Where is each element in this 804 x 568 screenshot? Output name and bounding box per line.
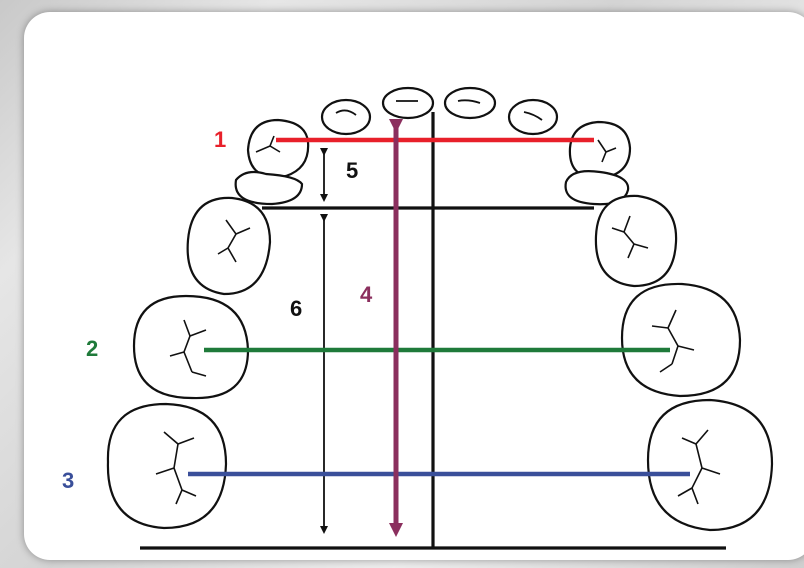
tooth-mark — [457, 99, 481, 104]
label-4: 4 — [360, 282, 373, 307]
tooth-mark — [169, 319, 207, 377]
tooth-molar-second-right — [646, 398, 774, 532]
tooth-mark — [335, 109, 357, 116]
tooth-incisor-right-central — [443, 86, 497, 120]
tooth-incisor-right-lateral — [507, 98, 559, 136]
tooth-incisor-left-central — [381, 86, 435, 120]
tooth-mark — [523, 111, 543, 121]
tooth-mark — [611, 215, 649, 259]
label-6: 6 — [290, 296, 302, 321]
tooth-mark — [677, 429, 721, 505]
label-1: 1 — [214, 127, 226, 152]
label-2: 2 — [86, 336, 98, 361]
label-3: 3 — [62, 468, 74, 493]
label-5: 5 — [346, 158, 358, 183]
tooth-canine-right — [568, 120, 632, 180]
tooth-molar-first-right — [620, 282, 742, 398]
tooth-canine-right-base — [564, 170, 630, 206]
tooth-incisor-left-lateral — [320, 98, 372, 136]
tooth-mark — [155, 431, 197, 505]
tooth-mark — [597, 139, 617, 163]
tooth-mark — [651, 309, 695, 373]
tooth-premolar-right — [594, 194, 678, 288]
tooth-mark — [217, 219, 251, 263]
teeth-group — [106, 86, 774, 532]
tooth-molar-first-left — [132, 294, 250, 400]
tooth-canine-left — [246, 118, 310, 179]
tooth-canine-left-base — [234, 170, 304, 206]
tooth-mark — [255, 135, 281, 153]
tooth-molar-second-left — [106, 402, 228, 530]
